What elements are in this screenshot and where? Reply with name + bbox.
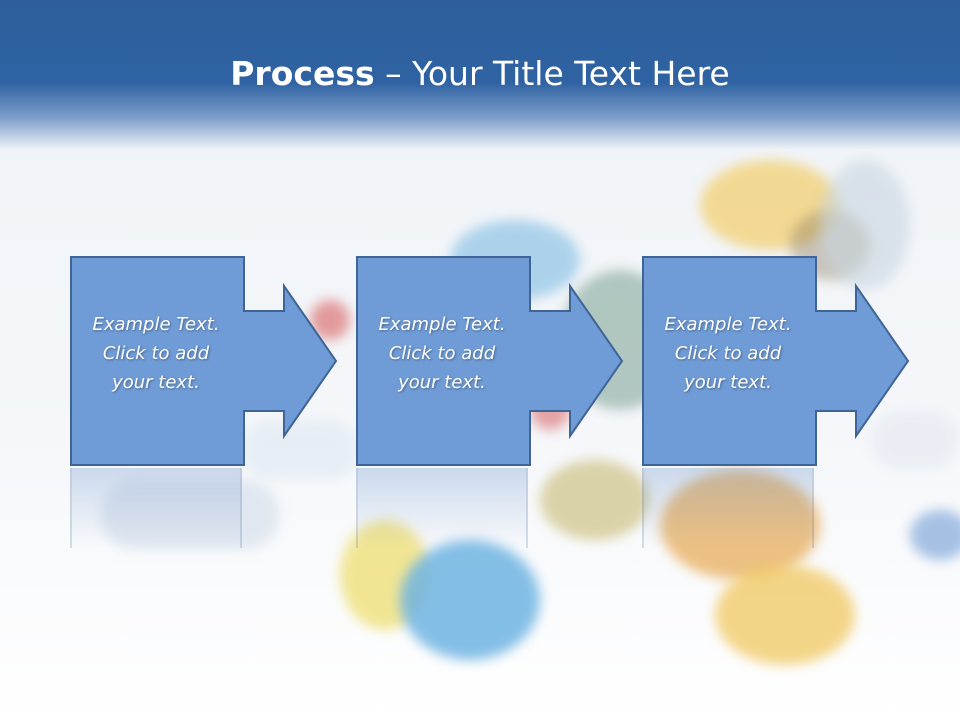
arrow-callout-shape [356,256,624,466]
pill-blob [820,160,910,290]
pill-blob [910,510,960,560]
pill-blob [100,480,280,550]
step-reflection [70,468,410,548]
step-text: Example Text. Click to add your text. [92,314,220,393]
step-reflection [356,468,696,548]
step-reflection [642,468,960,548]
slide-title[interactable]: Process – Your Title Text Here [0,52,960,96]
process-step-3[interactable]: Example Text. Click to add your text. [642,256,960,468]
pill-blob [540,460,650,540]
process-step-1[interactable]: Example Text. Click to add your text. [70,256,410,468]
title-band: Process – Your Title Text Here [0,0,960,150]
pill-blob [715,565,855,665]
arrow-callout-shape [70,256,338,466]
pill-blob [240,420,360,480]
step-text: Example Text. Click to add your text. [378,314,506,393]
pill-blob [660,470,820,580]
title-rest: – Your Title Text Here [374,54,730,93]
step-text: Example Text. Click to add your text. [664,314,792,393]
process-step-2[interactable]: Example Text. Click to add your text. [356,256,696,468]
pill-blob [400,540,540,660]
pill-blob [700,160,840,250]
title-bold: Process [230,54,375,93]
pill-blob [870,410,960,470]
arrow-callout-shape [642,256,910,466]
